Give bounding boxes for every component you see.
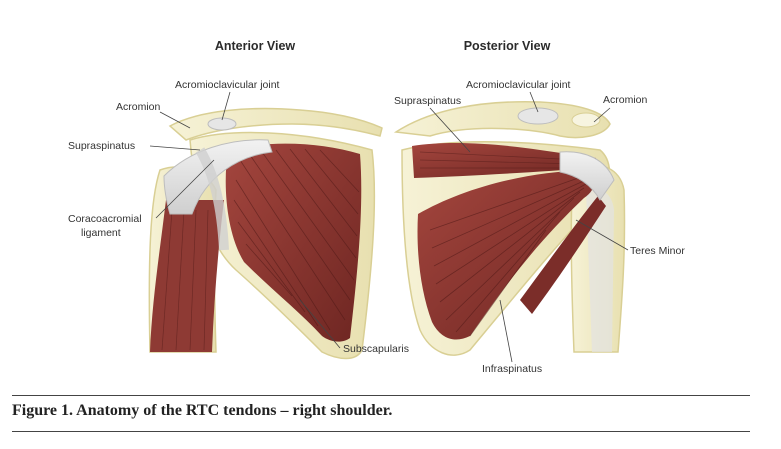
subscapularis-fibers	[233, 148, 360, 331]
figure-caption: Figure 1. Anatomy of the RTC tendons – r…	[12, 402, 393, 419]
anterior-leader-lines	[149, 91, 341, 349]
teres-minor-muscle	[520, 196, 606, 314]
anterior-label-subscapularis: Subscapularis	[343, 343, 409, 355]
subscapularis-muscle	[225, 143, 362, 342]
posterior-label-teres-minor: Teres Minor	[630, 245, 685, 257]
caption-bottom-rule	[12, 431, 750, 432]
anterior-view: Anterior View Acromioclavicular joint Ac…	[68, 39, 409, 360]
posterior-supraspinatus-muscle	[412, 143, 596, 178]
anterior-label-acromion: Acromion	[116, 101, 161, 113]
anterior-view-title: Anterior View	[215, 39, 296, 53]
anterior-label-acromioclavicular-joint: Acromioclavicular joint	[175, 79, 280, 91]
posterior-label-supraspinatus: Supraspinatus	[394, 95, 461, 107]
anterior-label-coracoacromial-1: Coracoacromial	[68, 213, 142, 225]
caption-top-rule	[12, 395, 750, 396]
anterior-tendons	[163, 139, 273, 215]
posterior-tendons	[559, 151, 615, 201]
posterior-label-acromioclavicular-joint: Acromioclavicular joint	[466, 79, 571, 91]
anterior-label-coracoacromial-2: ligament	[81, 227, 121, 239]
posterior-view-title: Posterior View	[464, 39, 551, 53]
anterior-arm-muscle	[150, 200, 224, 352]
shoulder-anatomy-figure: Anterior View Acromioclavicular joint Ac…	[68, 39, 685, 375]
posterior-clavicle-acromion	[393, 101, 611, 139]
posterior-leader-lines	[429, 91, 629, 363]
posterior-label-acromion: Acromion	[603, 94, 648, 106]
posterior-view: Posterior View Acromioclavicular joint S…	[393, 39, 685, 375]
anterior-label-supraspinatus: Supraspinatus	[68, 140, 135, 152]
infraspinatus-fibers	[429, 175, 587, 337]
posterior-label-infraspinatus: Infraspinatus	[482, 363, 542, 375]
infraspinatus-muscle	[417, 170, 595, 340]
